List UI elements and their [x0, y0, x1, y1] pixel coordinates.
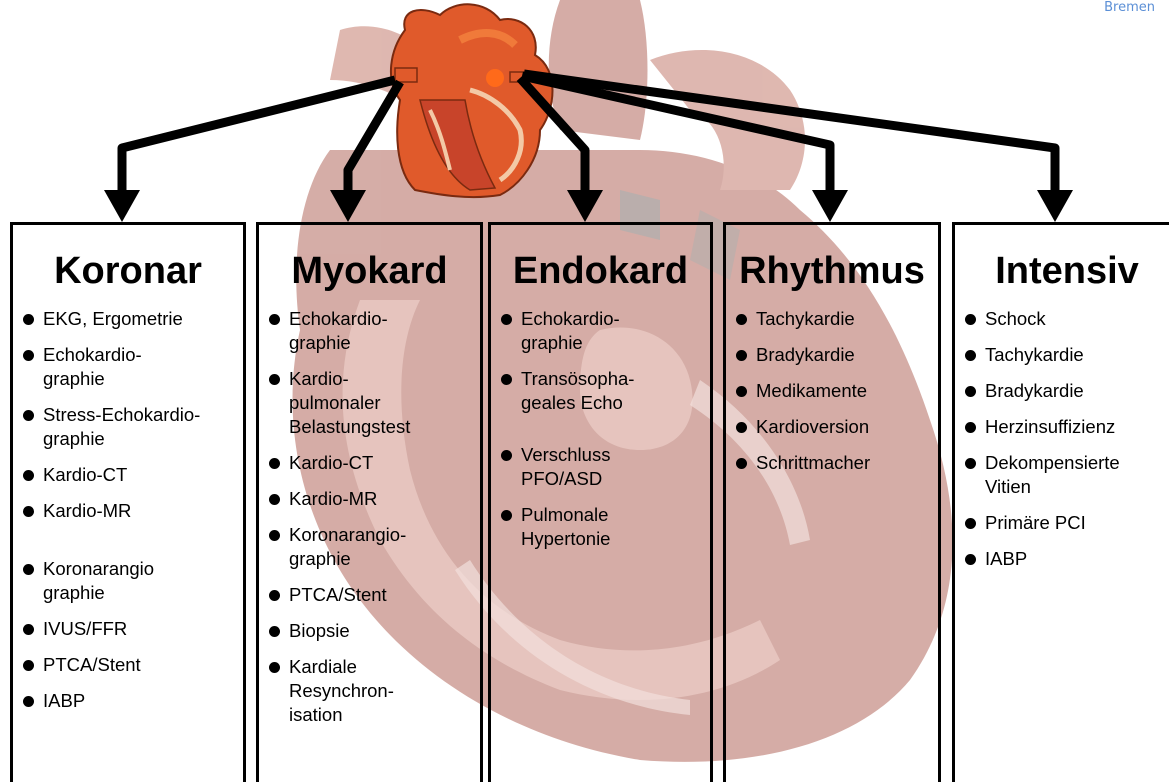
column-title: Endokard — [491, 247, 710, 295]
list-item: Kardio-CT — [269, 451, 478, 475]
list-item: Echokardio-graphie — [269, 307, 478, 355]
bullet-icon — [736, 350, 747, 361]
list-item: Kardio-MR — [23, 499, 241, 523]
column-title: Myokard — [259, 247, 480, 295]
list-item: PTCA/Stent — [23, 653, 241, 677]
list-item: Kardioversion — [736, 415, 936, 439]
list-item: Bradykardie — [965, 379, 1169, 403]
bullet-icon — [501, 510, 512, 521]
list-item: IABP — [23, 689, 241, 713]
column-title: Intensiv — [955, 247, 1169, 295]
list-item: IVUS/FFR — [23, 617, 241, 641]
list-item: Schrittmacher — [736, 451, 936, 475]
bullet-icon — [23, 350, 34, 361]
list-item: Herzinsuffizienz — [965, 415, 1169, 439]
list-item: Kardio-MR — [269, 487, 478, 511]
list-item: Transösopha-geales Echo — [501, 367, 708, 415]
bullet-icon — [23, 410, 34, 421]
list-item: Echokardio-graphie — [23, 343, 241, 391]
bullet-icon — [501, 374, 512, 385]
list-item: Schock — [965, 307, 1169, 331]
bullet-icon — [501, 450, 512, 461]
heart-icon — [391, 4, 553, 197]
list-item: Bradykardie — [736, 343, 936, 367]
list-item: Kardio-CT — [23, 463, 241, 487]
bullet-icon — [736, 314, 747, 325]
list-item: Biopsie — [269, 619, 478, 643]
bullet-icon — [965, 518, 976, 529]
list-item: EKG, Ergometrie — [23, 307, 241, 331]
bullet-icon — [965, 422, 976, 433]
list-item: Koronarangio-graphie — [269, 523, 478, 571]
bullet-icon — [23, 696, 34, 707]
column-title: Koronar — [13, 247, 243, 295]
bullet-icon — [965, 458, 976, 469]
column-title: Rhythmus — [726, 247, 938, 295]
bullet-icon — [965, 350, 976, 361]
list-item: Echokardio-graphie — [501, 307, 708, 355]
bullet-icon — [23, 506, 34, 517]
list-item: Medikamente — [736, 379, 936, 403]
bullet-icon — [965, 386, 976, 397]
list-item: IABP — [965, 547, 1169, 571]
bullet-icon — [965, 314, 976, 325]
bullet-icon — [269, 626, 280, 637]
bullet-icon — [501, 314, 512, 325]
bullet-icon — [965, 554, 976, 565]
list-item: Tachykardie — [965, 343, 1169, 367]
bullet-icon — [269, 314, 280, 325]
bullet-icon — [269, 530, 280, 541]
bullet-icon — [736, 458, 747, 469]
bullet-icon — [23, 564, 34, 575]
arrowhead-rhythmus — [812, 190, 848, 222]
bullet-icon — [23, 314, 34, 325]
bullet-icon — [23, 660, 34, 671]
arrowhead-intensiv — [1037, 190, 1073, 222]
arrows — [122, 74, 1055, 200]
bullet-icon — [23, 624, 34, 635]
bullet-icon — [23, 470, 34, 481]
bullet-icon — [269, 590, 280, 601]
brand-label: Bremen — [1104, 0, 1155, 15]
list-item: Primäre PCI — [965, 511, 1169, 535]
bullet-icon — [269, 374, 280, 385]
bullet-icon — [736, 386, 747, 397]
list-item: PTCA/Stent — [269, 583, 478, 607]
bullet-icon — [269, 662, 280, 673]
bullet-icon — [736, 422, 747, 433]
arrowhead-koronar — [104, 190, 140, 222]
list-item: Tachykardie — [736, 307, 936, 331]
list-item: Stress-Echokardio-graphie — [23, 403, 241, 451]
bullet-icon — [269, 494, 280, 505]
bullet-icon — [269, 458, 280, 469]
